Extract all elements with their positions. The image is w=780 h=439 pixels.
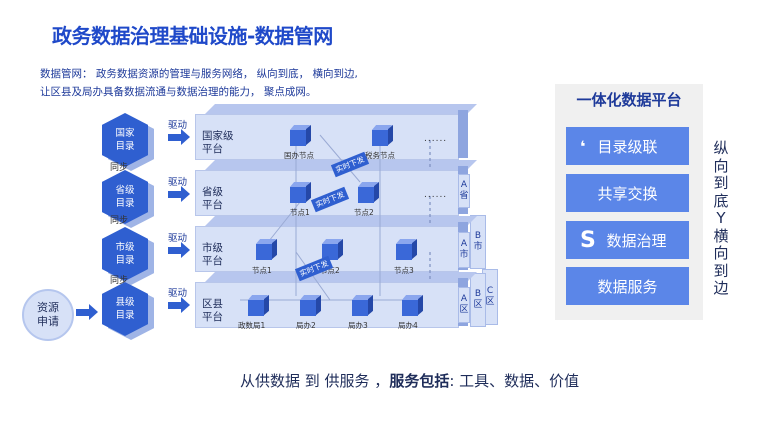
node-label: 节点2 xyxy=(354,208,374,217)
node-label: 局办3 xyxy=(348,321,368,330)
description-line-1: 数据管网： 政务数据资源的管理与服务网络， 纵向到底， 横向到边, xyxy=(40,68,358,80)
bottom-summary: 从供数据 到 供服务 ，服务包括: 工具、数据、价值 xyxy=(240,372,580,390)
city-platform-label: 市级平台 xyxy=(202,242,223,267)
drive-label: 驱动 xyxy=(168,288,188,299)
description-line-2: 让区县及局办具备数据流通与数据治理的能力， 聚点成网。 xyxy=(40,86,317,98)
node-cube xyxy=(352,300,368,316)
arrow-right-icon xyxy=(168,186,190,202)
s-icon: S xyxy=(580,227,596,253)
node-cube xyxy=(372,130,388,146)
node-label: 节点2 xyxy=(320,266,340,275)
sync-label: 同步 xyxy=(110,216,129,226)
arrow-right-icon xyxy=(76,304,98,320)
province-platform-label: 省级平台 xyxy=(202,186,223,211)
more-nodes-ellipsis: ...... xyxy=(424,134,448,144)
sync-label: 同步 xyxy=(110,163,129,173)
national-platform-layer xyxy=(195,114,459,160)
node-cube xyxy=(300,300,316,316)
node-cube xyxy=(358,187,374,203)
node-label: 税务节点 xyxy=(365,151,395,160)
arrow-right-icon xyxy=(168,297,190,313)
drive-label: 驱动 xyxy=(168,177,188,188)
data-service-item: 数据服务 xyxy=(566,267,689,305)
arrow-right-icon xyxy=(168,242,190,258)
node-label: 节点1 xyxy=(290,208,310,217)
more-nodes-ellipsis: ...... xyxy=(424,190,448,200)
node-cube xyxy=(248,300,264,316)
node-label: 节点1 xyxy=(252,266,272,275)
share-exchange-item: 共享交换 xyxy=(566,174,689,212)
vertical-slogan: 纵 向 到 底 Y 横 向 到 边 xyxy=(713,139,729,297)
node-label: 局办4 xyxy=(398,321,418,330)
catalog-city: 市级目录 xyxy=(102,227,148,281)
panel-title: 一体化数据平台 xyxy=(576,91,682,109)
drive-label: 驱动 xyxy=(168,233,188,244)
drive-label: 驱动 xyxy=(168,120,188,131)
national-layer-side xyxy=(458,110,468,158)
node-cube xyxy=(290,130,306,146)
node-label: 政数局1 xyxy=(238,321,266,330)
resource-request-node: 资源申请 xyxy=(22,289,74,341)
quote-icon: ❛ xyxy=(580,136,586,156)
catalog-province: 省级目录 xyxy=(102,170,148,224)
node-label: 节点3 xyxy=(394,266,414,275)
national-platform-label: 国家级平台 xyxy=(202,130,234,155)
node-label: 局办2 xyxy=(296,321,316,330)
node-cube xyxy=(402,300,418,316)
node-cube xyxy=(396,244,412,260)
node-label: 国办节点 xyxy=(284,151,314,160)
page-title: 政务数据治理基础设施-数据管网 xyxy=(52,24,333,48)
catalog-county: 县级目录 xyxy=(102,282,148,336)
sync-label: 同步 xyxy=(110,276,129,286)
catalog-national: 国家目录 xyxy=(102,113,148,167)
data-governance-item: S 数据治理 xyxy=(566,221,689,259)
catalog-cascade-item: ❛ 目录级联 xyxy=(566,127,689,165)
node-cube xyxy=(290,187,306,203)
node-cube xyxy=(256,244,272,260)
county-platform-label: 区县平台 xyxy=(202,298,223,323)
arrow-right-icon xyxy=(168,129,190,145)
